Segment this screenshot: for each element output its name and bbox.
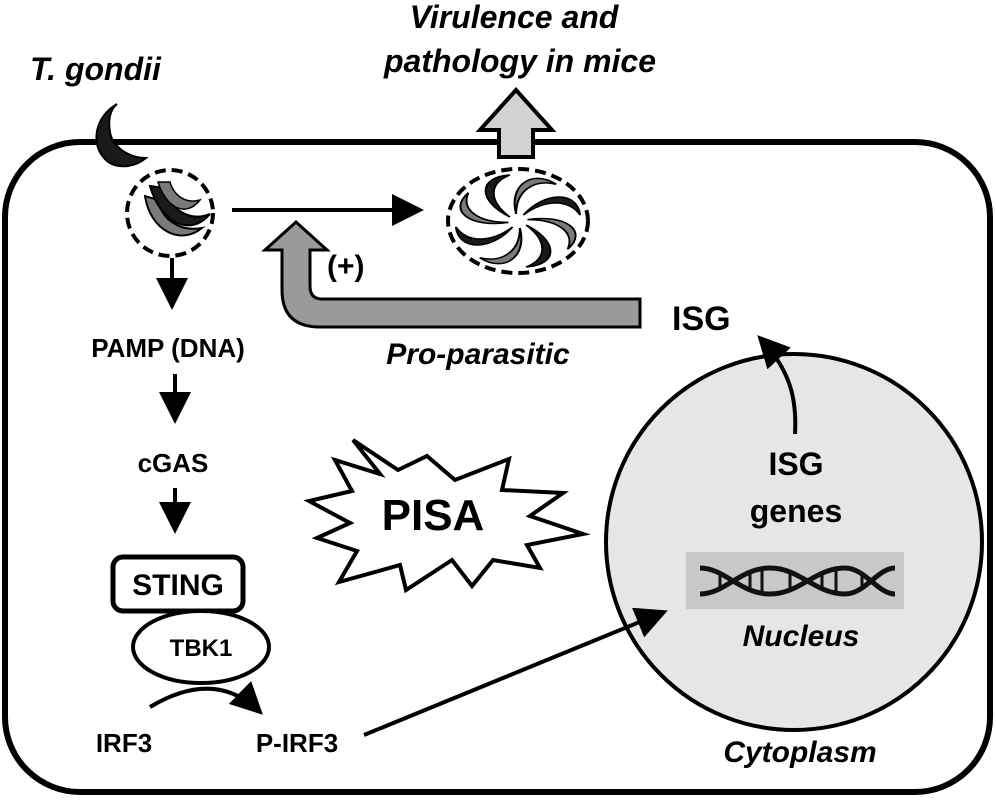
- outcome-up-arrow: [475, 87, 557, 159]
- parasitophorous-vacuole-single: [125, 168, 215, 258]
- parasite-label: T. gondii: [30, 51, 162, 87]
- isg-protein-label: ISG: [672, 300, 731, 338]
- cgas-label: cGAS: [138, 448, 209, 478]
- phosphorylation-arrow: [148, 680, 263, 715]
- tbk1-label: TBK1: [170, 635, 233, 662]
- sting-label: STING: [132, 569, 224, 602]
- outcome-label-line2: pathology in mice: [383, 43, 656, 79]
- tbk1-ellipse: [131, 609, 271, 685]
- p-irf3-label: P-IRF3: [256, 728, 338, 758]
- pisa-starburst: [303, 438, 591, 594]
- parasitophorous-vacuole-rosette: [446, 167, 590, 275]
- dna-helix-icon: [686, 552, 904, 609]
- isg-genes-label-line1: ISG: [768, 446, 823, 482]
- invading-parasite-icon: [95, 103, 149, 168]
- isg-translation-arrow: [757, 335, 798, 435]
- pisa-label: PISA: [382, 491, 485, 540]
- positive-effect-label: (+): [327, 250, 365, 283]
- outcome-label-line1: Virulence and: [410, 0, 620, 35]
- cytoplasm-label: Cytoplasm: [723, 736, 876, 769]
- p-irf3-nuclear-translocation-arrow: [363, 607, 668, 737]
- nucleus-circle: [604, 352, 984, 732]
- pro-parasitic-label: Pro-parasitic: [386, 338, 570, 371]
- pamp-dna-label: PAMP (DNA): [91, 333, 245, 363]
- irf3-label: IRF3: [96, 728, 152, 758]
- pro-parasitic-feedback-arrow: [261, 219, 642, 329]
- isg-genes-label-line2: genes: [750, 493, 842, 529]
- nucleus-label: Nucleus: [743, 620, 860, 653]
